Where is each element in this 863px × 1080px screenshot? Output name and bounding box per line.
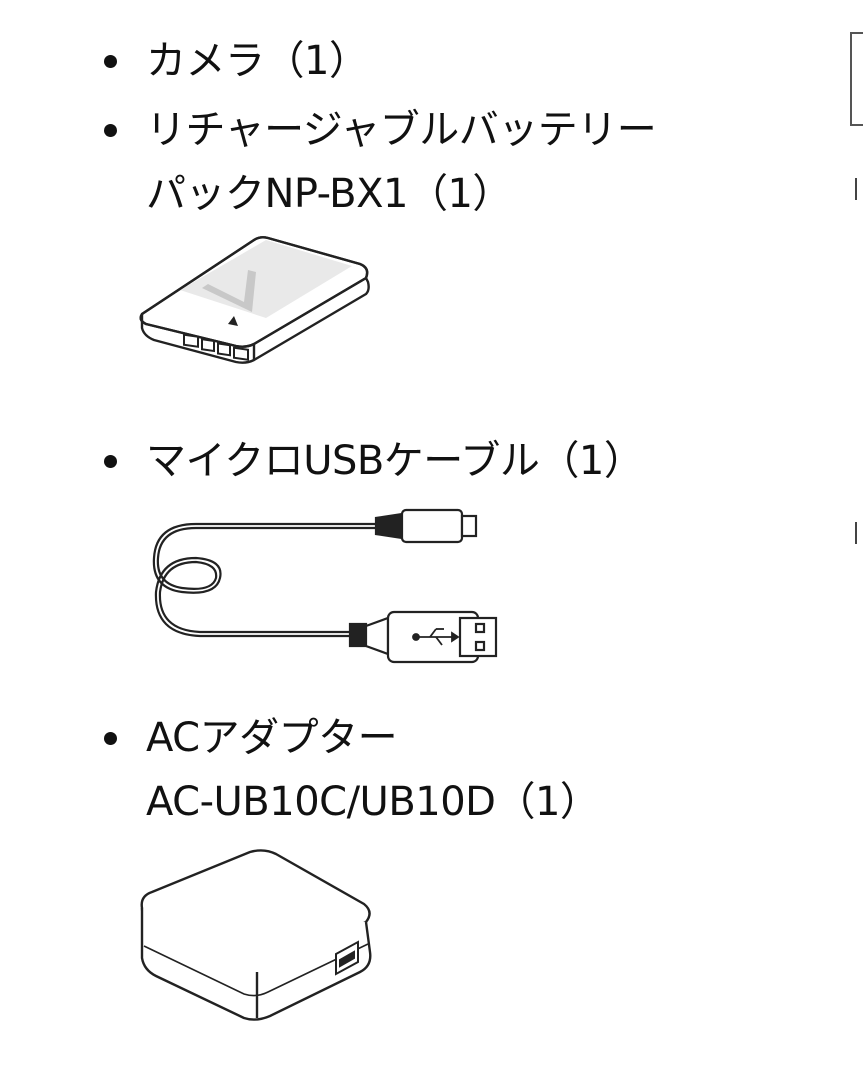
bullet: [104, 124, 117, 137]
cropped-mark-edge: [855, 178, 863, 200]
micro-usb-cable-illustration: [152, 508, 498, 664]
bullet: [104, 55, 117, 68]
item-label-line2: AC-UB10C/UB10D（1）: [146, 779, 600, 825]
bullet: [104, 732, 117, 745]
item-label-line1: ACアダプター: [146, 715, 398, 761]
cropped-frame-edge: [850, 32, 863, 126]
item-label-line1: リチャージャブルバッテリー: [146, 107, 657, 153]
bullet: [104, 455, 117, 468]
item-label: カメラ（1）: [146, 38, 369, 84]
item-label-line2: パックNP-BX1（1）: [146, 171, 512, 217]
cropped-mark-edge: [855, 522, 863, 544]
battery-pack-illustration: [139, 236, 370, 364]
item-label: マイクロUSBケーブル（1）: [146, 438, 644, 484]
ac-adapter-illustration: [140, 849, 372, 1021]
